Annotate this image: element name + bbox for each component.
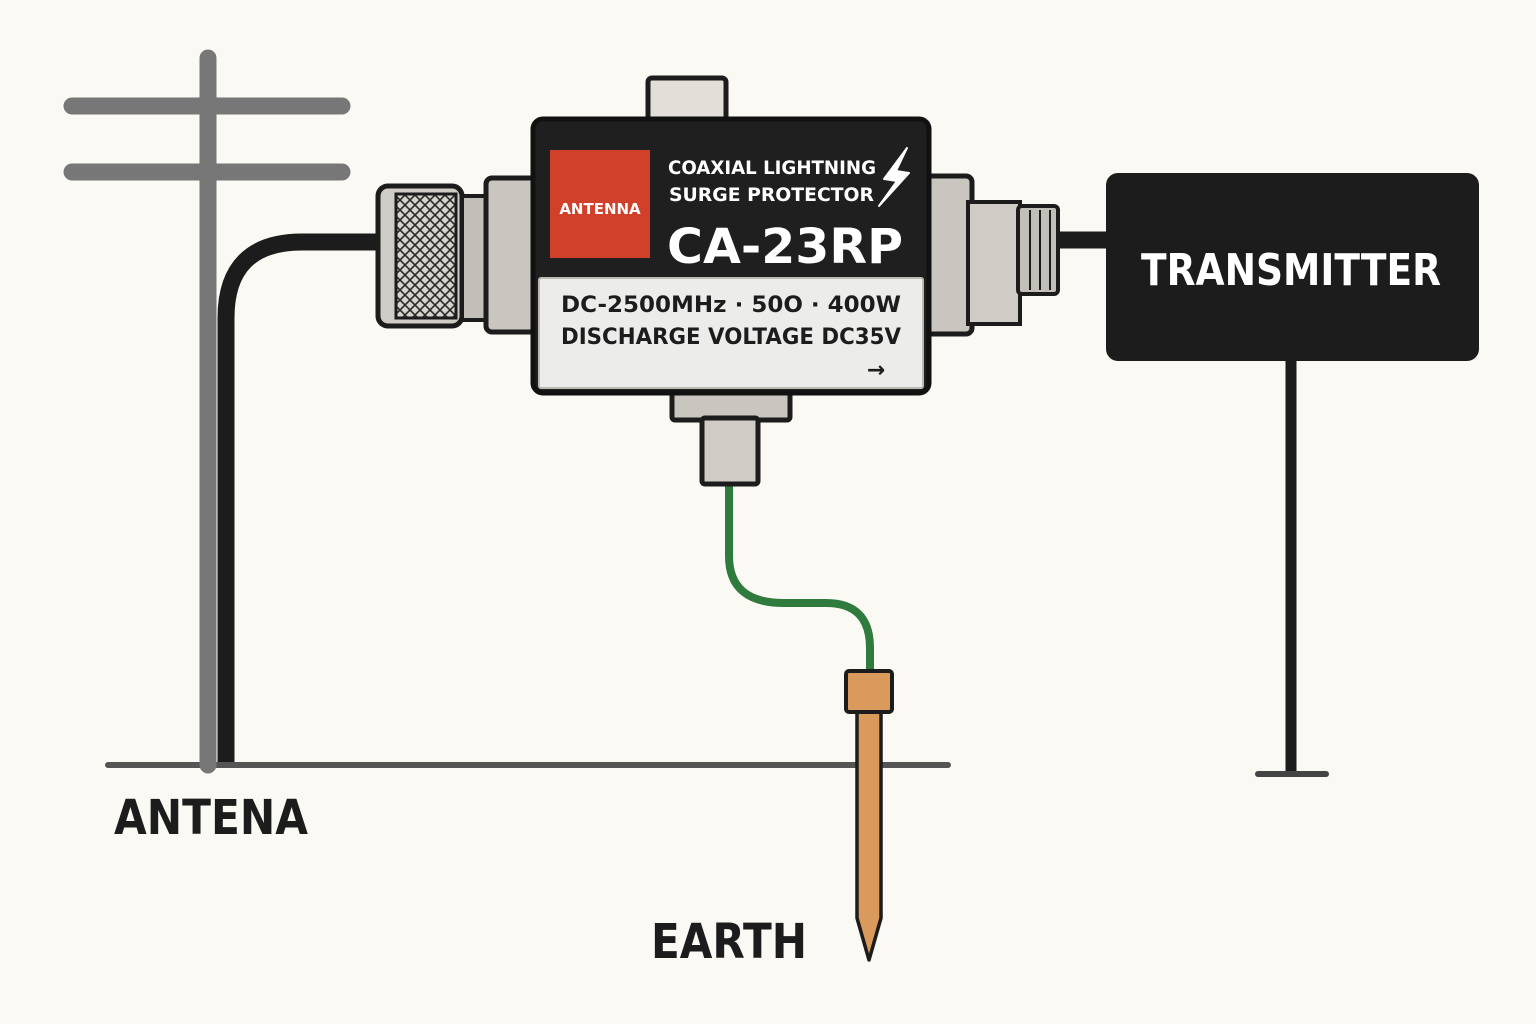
antenna-mast-icon	[63, 49, 351, 774]
device-model: CA-23RP	[667, 219, 903, 275]
antenna-side-connector	[375, 175, 539, 335]
transmitter-box	[1106, 173, 1479, 361]
spec-line2: DISCHARGE VOLTAGE DC35V	[561, 325, 901, 350]
direction-arrow-icon: →	[867, 358, 885, 383]
ground-wire	[725, 484, 874, 672]
antenna-label: ANTENA	[114, 790, 308, 846]
lightning-bolt-icon	[878, 147, 910, 207]
device-title-line1: COAXIAL LIGHTNING	[668, 157, 876, 179]
earth-label: EARTH	[651, 914, 807, 970]
transmitter-side-connector	[919, 173, 1060, 337]
ground-rod-icon	[844, 669, 894, 962]
spec-panel	[538, 277, 924, 389]
antenna-coax-cable	[217, 233, 382, 762]
antenna-badge-label: ANTENNA	[559, 200, 641, 218]
device-title-line2: SURGE PROTECTOR	[669, 184, 874, 206]
top-cap	[645, 75, 729, 125]
transmitter-label: TRANSMITTER	[1141, 245, 1441, 296]
antenna-badge	[550, 150, 650, 258]
ground-terminal	[669, 383, 793, 487]
spec-line1: DC-2500MHz · 50O · 400W	[561, 293, 901, 318]
transmitter-stand	[1255, 358, 1329, 777]
